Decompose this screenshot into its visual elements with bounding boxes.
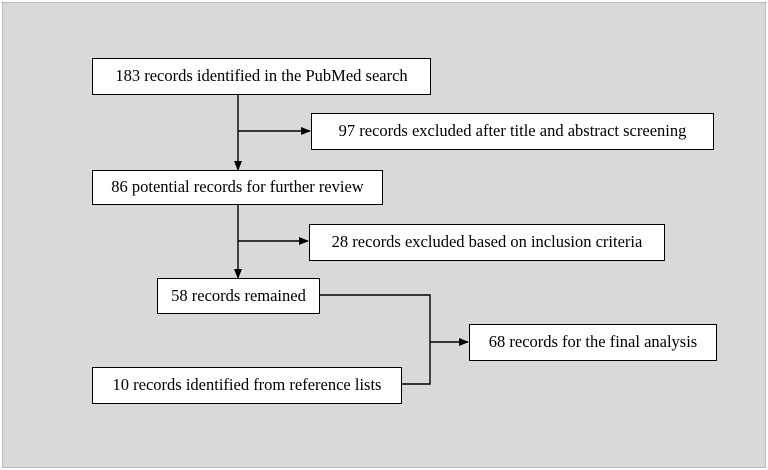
box-potential-records-label: 86 potential records for further review bbox=[111, 177, 364, 197]
box-pubmed-search-label: 183 records identified in the PubMed sea… bbox=[115, 66, 408, 86]
box-final-analysis: 68 records for the final analysis bbox=[469, 324, 717, 361]
box-potential-records: 86 potential records for further review bbox=[92, 170, 383, 205]
box-exclusion-screening-label: 97 records excluded after title and abst… bbox=[338, 121, 687, 141]
box-pubmed-search: 183 records identified in the PubMed sea… bbox=[92, 58, 431, 95]
box-final-analysis-label: 68 records for the final analysis bbox=[488, 332, 698, 352]
box-reference-lists: 10 records identified from reference lis… bbox=[92, 367, 402, 404]
box-records-remained-label: 58 records remained bbox=[171, 285, 306, 305]
box-reference-lists-label: 10 records identified from reference lis… bbox=[112, 375, 382, 395]
box-exclusion-screening: 97 records excluded after title and abst… bbox=[311, 113, 714, 150]
box-exclusion-criteria-label: 28 records excluded based on inclusion c… bbox=[331, 232, 643, 252]
box-records-remained: 58 records remained bbox=[157, 278, 320, 314]
box-exclusion-criteria: 28 records excluded based on inclusion c… bbox=[309, 224, 665, 261]
